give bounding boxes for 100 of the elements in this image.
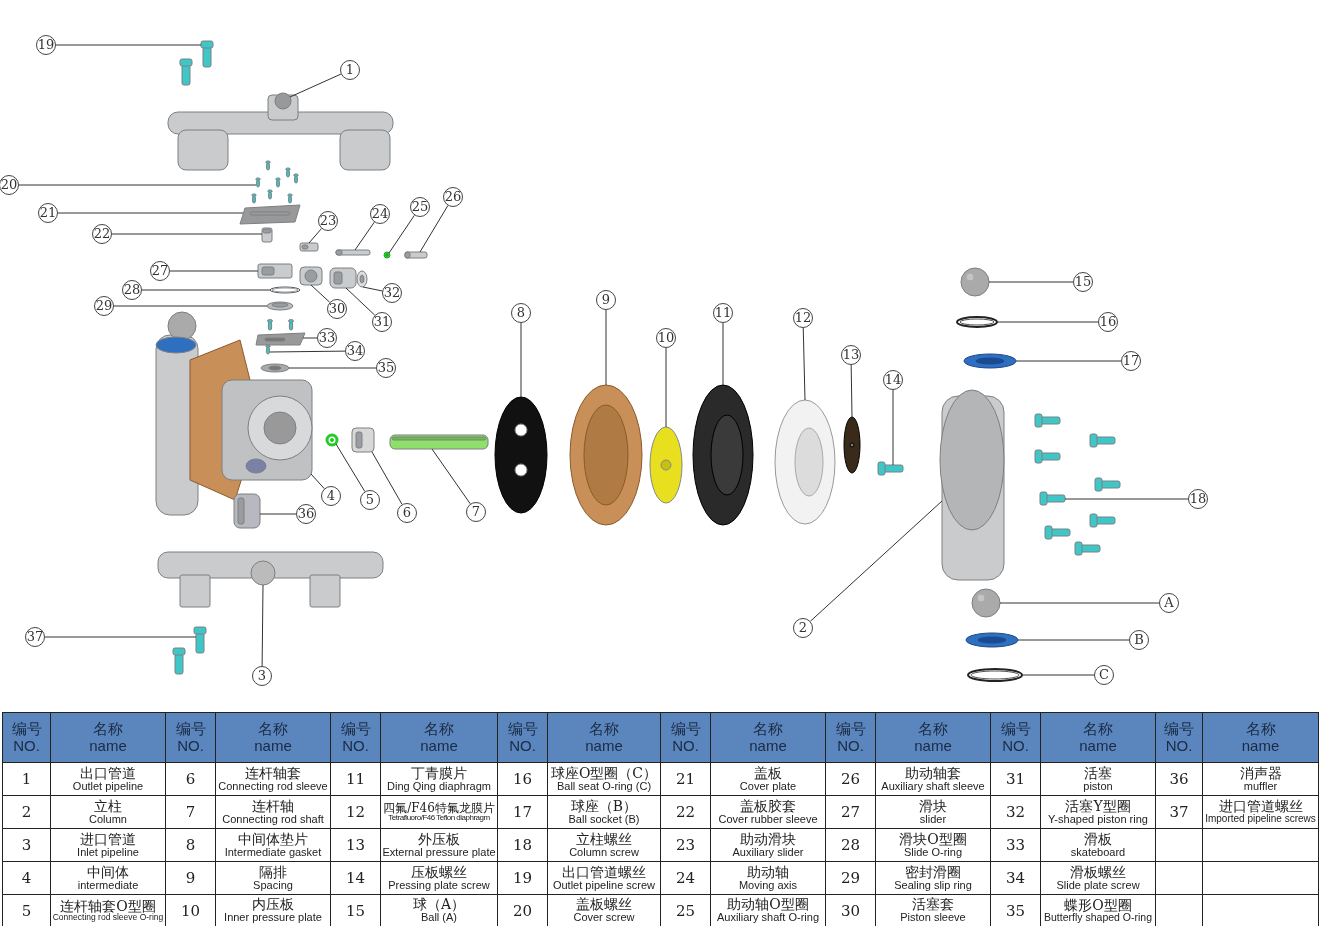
leader-line — [999, 602, 1160, 604]
callout-number: 9 — [596, 290, 616, 310]
leader-line — [388, 214, 415, 254]
callout-number: 10 — [656, 328, 676, 348]
leader-line — [335, 443, 366, 492]
callout-number: C — [1094, 665, 1114, 685]
shaft-sleeve — [404, 251, 428, 259]
leader-line — [18, 184, 257, 186]
column-header: 名称 name — [1202, 712, 1319, 763]
callout-number: 30 — [327, 299, 347, 319]
callout-number: 4 — [321, 486, 341, 506]
leader-line — [310, 284, 331, 303]
inlet-pipe — [157, 551, 384, 608]
o-ring — [269, 286, 301, 294]
callout-number: 7 — [466, 502, 486, 522]
o-ring — [383, 251, 391, 259]
column-header: 名称 name — [875, 712, 991, 763]
muffler — [233, 493, 261, 529]
shaft — [335, 249, 371, 256]
callout-number: 31 — [372, 312, 392, 332]
leader-line — [431, 448, 471, 505]
column-header: 名称 name — [215, 712, 331, 763]
leader-line — [802, 327, 806, 401]
leader-line — [55, 44, 202, 46]
outlet-pipe — [167, 92, 394, 171]
callout-number: 16 — [1098, 312, 1118, 332]
callout-number: B — [1129, 630, 1149, 650]
ball-seat — [965, 632, 1019, 648]
callout-number: 17 — [1121, 351, 1141, 371]
o-ring — [967, 668, 1023, 682]
column-header: 编号 NO. — [165, 712, 216, 763]
callout-number: 2 — [793, 618, 813, 638]
leader-line — [722, 322, 724, 386]
callout-number: 27 — [150, 261, 170, 281]
pump-body — [155, 311, 313, 516]
column-header: 编号 NO. — [825, 712, 876, 763]
callout-number: 24 — [370, 204, 390, 224]
cover-plate — [239, 204, 301, 225]
leader-line — [1015, 360, 1122, 362]
piston — [329, 267, 357, 289]
bolt-pair — [179, 40, 214, 86]
leader-line — [892, 389, 894, 466]
column-header: 名称 name — [1040, 712, 1156, 763]
screw — [877, 461, 904, 476]
column-header: 编号 NO. — [1155, 712, 1203, 763]
callout-number: 5 — [360, 490, 380, 510]
leader-line — [44, 636, 197, 638]
leader-line — [141, 289, 271, 291]
callout-number: 8 — [511, 303, 531, 323]
column-header: 名称 name — [50, 712, 166, 763]
screw-set — [251, 160, 299, 204]
leader-line — [289, 73, 342, 98]
pressure-plate — [649, 426, 683, 504]
gasket — [494, 396, 548, 514]
ball — [960, 267, 990, 297]
leader-line — [809, 500, 943, 622]
leader-line — [288, 367, 377, 369]
leader-line — [1064, 498, 1189, 500]
slider — [257, 263, 293, 279]
column-header: 编号 NO. — [2, 712, 51, 763]
leader-line — [520, 322, 522, 398]
callout-number: 19 — [36, 35, 56, 55]
pump-housing — [939, 389, 1005, 581]
leader-line — [1017, 639, 1130, 641]
callout-number: 21 — [38, 203, 58, 223]
callout-number: A — [1159, 593, 1179, 613]
leader-line — [850, 364, 853, 418]
callout-number: 3 — [252, 666, 272, 686]
callout-number: 1 — [340, 60, 360, 80]
callout-number: 26 — [443, 187, 463, 207]
spacer-plate — [569, 384, 643, 526]
callout-number: 36 — [296, 504, 316, 524]
column-header: 编号 NO. — [660, 712, 711, 763]
piston-sleeve — [299, 266, 323, 286]
leader-line — [371, 451, 403, 505]
leader-line — [169, 270, 259, 272]
leader-line — [57, 212, 244, 214]
callout-number: 37 — [25, 627, 45, 647]
leader-line — [345, 287, 376, 316]
callout-number: 11 — [713, 303, 733, 323]
column-header: 名称 name — [380, 712, 498, 763]
screw-set — [1034, 413, 1121, 556]
rod-sleeve — [351, 427, 375, 453]
callout-number: 12 — [793, 308, 813, 328]
leader-line — [261, 584, 264, 667]
ball — [971, 588, 1001, 618]
pressure-plate — [843, 416, 861, 474]
callout-number: 15 — [1073, 272, 1093, 292]
diaphragm — [774, 399, 836, 525]
leader-line — [996, 321, 1099, 323]
auxiliary-slider — [299, 242, 319, 252]
leader-line — [605, 309, 607, 386]
leader-line — [988, 281, 1074, 283]
leader-line — [362, 286, 383, 292]
callout-number: 13 — [841, 345, 861, 365]
o-ring — [956, 316, 998, 328]
column-header: 编号 NO. — [990, 712, 1041, 763]
callout-number: 6 — [397, 503, 417, 523]
callout-number: 23 — [318, 211, 338, 231]
column-header: 名称 name — [547, 712, 661, 763]
